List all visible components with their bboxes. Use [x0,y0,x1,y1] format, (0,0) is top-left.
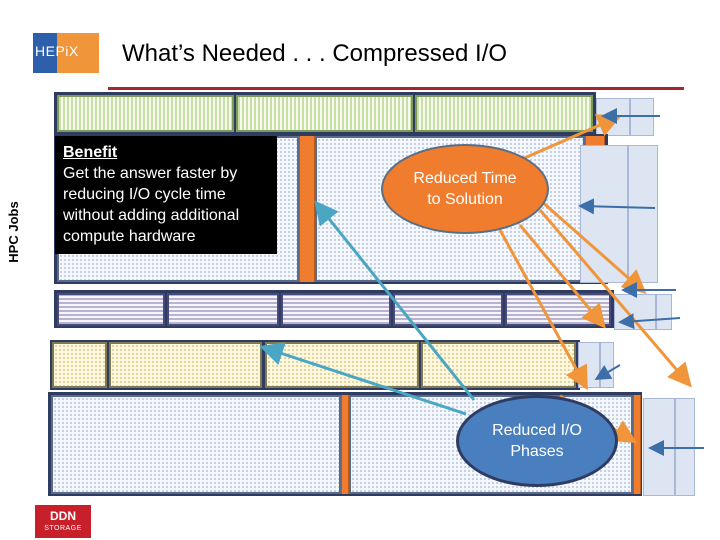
compute-block [52,342,107,388]
io-block [656,294,672,330]
compute-block [51,395,341,494]
compute-block [167,293,279,326]
arrow-icon [518,224,606,329]
arrow-icon [498,229,588,391]
ddn-logo-subtext: STORAGE [44,525,82,532]
ddn-logo-text: DDN [50,509,76,523]
arrow-icon [618,313,681,330]
benefit-box: Benefit Get the answer faster by reducin… [55,136,277,254]
benefit-heading: Benefit [63,144,118,161]
arrow-icon [578,198,656,215]
title-divider [108,87,684,90]
reduced-time-label: Reduced Time to Solution [413,170,517,208]
reduced-io-label: Reduced I/O Phases [492,422,582,460]
page-title: What’s Needed . . . Compressed I/O [122,40,508,67]
arrow-icon [594,364,621,381]
arrow-icon [539,198,647,294]
compute-block [415,95,593,132]
hepix-logo-text: HEPiX [35,43,79,59]
arrow-icon [519,114,622,162]
compute-block [281,293,391,326]
io-phase-bar [341,395,349,494]
reduced-io-bubble: Reduced I/O Phases [456,395,618,487]
compute-block [57,95,234,132]
hepix-logo: HEPiX [33,33,99,73]
compute-block [265,342,419,388]
compute-block [57,293,165,326]
io-phase-bar [633,395,641,494]
compute-block [109,342,262,388]
ddn-logo: DDN STORAGE [35,505,91,538]
benefit-body: Get the answer faster by reducing I/O cy… [63,165,240,245]
compute-block [236,95,413,132]
io-block [628,145,658,283]
arrow-icon [259,342,467,416]
arrow-icon [314,200,476,401]
reduced-time-bubble: Reduced Time to Solution [381,144,549,234]
arrow-icon [538,209,692,388]
